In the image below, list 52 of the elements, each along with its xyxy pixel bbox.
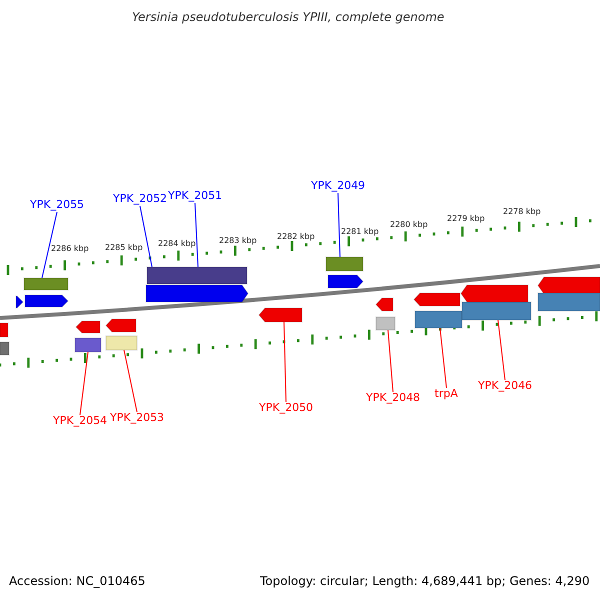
gene-label: YPK_2052 xyxy=(113,192,168,206)
gene-feature xyxy=(328,274,364,288)
gene-bar xyxy=(538,292,600,312)
leader-line xyxy=(42,212,58,278)
gene-bar xyxy=(74,338,102,352)
gene-label: YPK_2048 xyxy=(366,392,420,404)
gene-bar xyxy=(376,316,396,330)
gene-label: YPK_2050 xyxy=(259,402,314,414)
gene-label: YPK_2046 xyxy=(478,380,532,392)
gene-bar xyxy=(326,256,364,272)
chart-title: Yersinia pseudotuberculosis YPIII, complete genome xyxy=(132,11,444,25)
scale-label: 2279 kbp xyxy=(447,214,485,223)
gene-bar xyxy=(462,302,532,320)
gene-label: YPK_2054 xyxy=(53,414,108,428)
leader-line xyxy=(388,330,394,392)
footer-note: Accession: NC_010465 xyxy=(9,575,146,589)
leader-line xyxy=(140,206,152,268)
gene-label: YPK_2055 xyxy=(30,198,84,212)
gene-label: YPK_2051 xyxy=(168,190,222,202)
gene-feature xyxy=(413,292,460,306)
leader-line xyxy=(80,352,88,416)
leader-line xyxy=(440,328,447,388)
gene-feature xyxy=(460,284,528,302)
leader-line xyxy=(284,322,286,402)
gene-feature xyxy=(537,276,600,294)
leader-line xyxy=(498,320,506,380)
gene-label: YPK_2049 xyxy=(311,180,366,192)
gene-bar xyxy=(146,266,248,284)
gene-bar xyxy=(414,310,462,328)
gene-bar xyxy=(0,342,10,356)
leader-line xyxy=(338,192,340,258)
gene-feature xyxy=(105,318,136,332)
leader-line xyxy=(194,202,198,268)
gene-bar xyxy=(0,322,8,338)
footer-note: Topology: circular; Length: 4,689,441 bp; Genes: 4,290 xyxy=(260,575,590,589)
scale-label: 2281 kbp xyxy=(341,226,379,236)
scale-label: 2284 kbp xyxy=(158,238,196,248)
gene-feature xyxy=(375,298,394,312)
scale-label: 2278 kbp xyxy=(503,206,541,216)
leader-line xyxy=(124,350,138,412)
scale-label: 2283 kbp xyxy=(219,236,257,245)
gene-feature xyxy=(146,284,249,302)
scale-label: 2286 kbp xyxy=(51,244,89,253)
gene-label: trpA xyxy=(434,388,458,400)
scale-label: 2280 kbp xyxy=(390,220,428,229)
gene-feature xyxy=(258,308,302,322)
gene-bar xyxy=(106,336,138,350)
gene-label: YPK_2053 xyxy=(110,412,164,424)
scale-label: 2282 kbp xyxy=(277,232,315,241)
scale-label: 2285 kbp xyxy=(105,242,143,252)
gene-bar xyxy=(24,278,68,290)
gene-feature xyxy=(75,320,100,334)
